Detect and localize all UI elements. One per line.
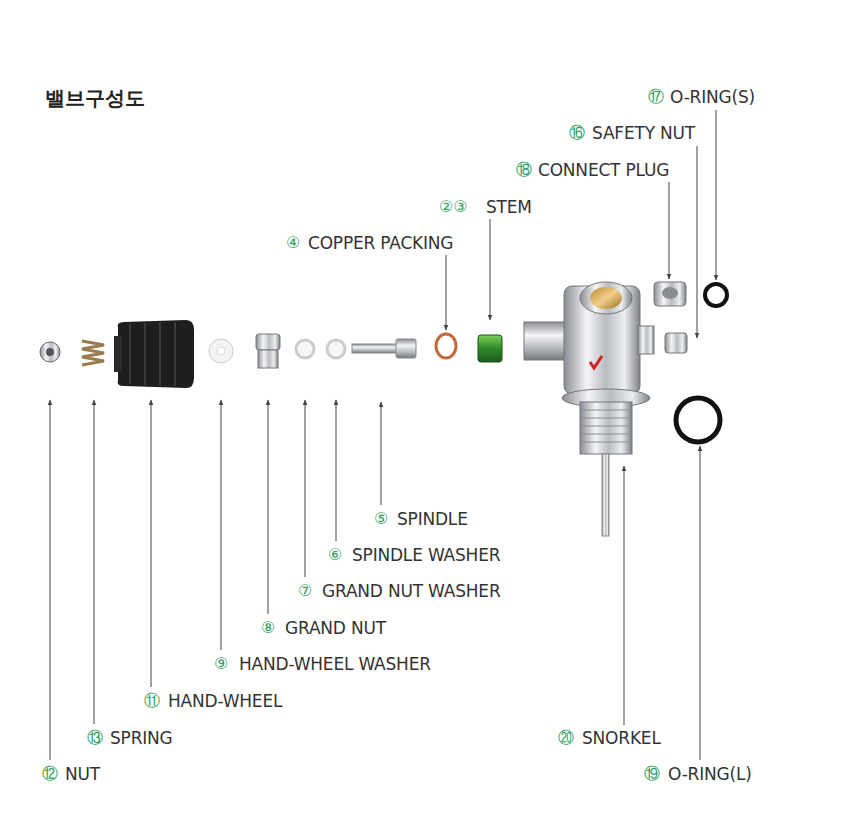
part-name: SAFETY NUT bbox=[592, 123, 695, 143]
callout-number: ②③ bbox=[439, 197, 468, 217]
callout-number: ⑲ bbox=[644, 764, 660, 784]
part-name: COPPER PACKING bbox=[308, 233, 453, 253]
part-name: GRAND NUT bbox=[285, 618, 386, 638]
spindle-washer-part bbox=[327, 340, 345, 358]
callout-number: ⑨ bbox=[214, 654, 228, 674]
callout-number: ⑧ bbox=[261, 618, 275, 638]
leader-lines bbox=[50, 110, 716, 760]
safety-nut-part bbox=[665, 333, 687, 353]
callout-number: ⑥ bbox=[328, 545, 342, 565]
part-name: SPINDLE bbox=[397, 509, 468, 529]
callout-number: ⑬ bbox=[87, 728, 103, 748]
o-ring-small-part bbox=[705, 284, 727, 306]
nut-part bbox=[40, 342, 60, 362]
stem-part bbox=[478, 335, 502, 362]
o-ring-large-part bbox=[676, 398, 720, 442]
copper-packing-part bbox=[436, 334, 456, 358]
callout-number: ⑰ bbox=[648, 87, 664, 107]
grand-nut-part bbox=[256, 334, 280, 368]
part-name: O-RING(S) bbox=[670, 87, 755, 107]
part-name: NUT bbox=[65, 764, 100, 784]
part-name: O-RING(L) bbox=[668, 764, 752, 784]
valve-body bbox=[524, 282, 654, 536]
part-name: SNORKEL bbox=[582, 728, 661, 748]
part-name: STEM bbox=[486, 197, 532, 217]
diagram-title: 밸브구성도 bbox=[45, 86, 145, 110]
callout-number: ⑱ bbox=[516, 160, 532, 180]
part-name: HAND-WHEEL bbox=[168, 691, 282, 711]
part-name: HAND-WHEEL WASHER bbox=[239, 654, 431, 674]
connect-plug-part bbox=[654, 282, 686, 306]
callout-number: ⑳ bbox=[558, 728, 574, 748]
callout-number: ⑦ bbox=[298, 581, 312, 601]
part-name: SPINDLE WASHER bbox=[352, 545, 500, 565]
hand-wheel-part bbox=[114, 320, 194, 388]
callout-number: ④ bbox=[286, 233, 300, 253]
part-name: CONNECT PLUG bbox=[538, 160, 669, 180]
part-name: GRAND NUT WASHER bbox=[322, 581, 501, 601]
callout-number: ⑪ bbox=[144, 691, 160, 711]
part-name: SPRING bbox=[110, 728, 173, 748]
grand-nut-washer-part bbox=[296, 340, 314, 358]
callout-number: ⑤ bbox=[374, 509, 388, 529]
spring-part bbox=[82, 341, 104, 365]
callout-number: ⑯ bbox=[569, 123, 585, 143]
hand-wheel-washer-part bbox=[209, 339, 233, 363]
spindle-part bbox=[352, 339, 416, 358]
callout-number: ⑫ bbox=[42, 764, 58, 784]
